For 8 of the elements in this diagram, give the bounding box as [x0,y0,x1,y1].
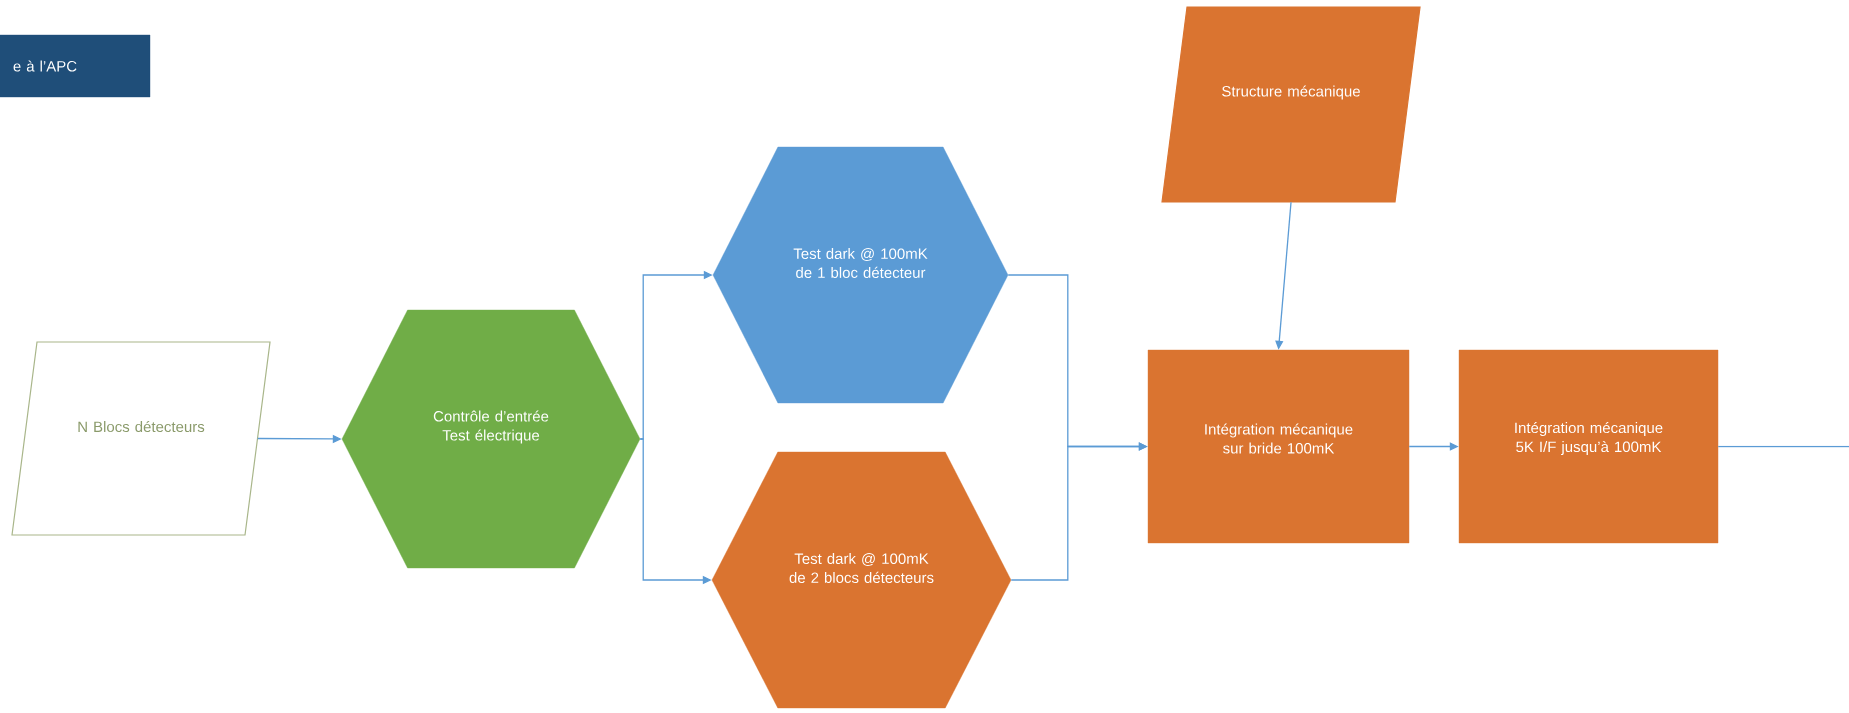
input-parallelogram: Structure mécanique [1161,6,1421,203]
process-box: Intégration mécanique 5K I/F jusqu’à 100mK [1458,349,1719,544]
process-hexagon: Test dark @ 100mK de 2 blocs détecteurs [711,451,1012,709]
process-hexagon: Contrôle d’entrée Test électrique [341,309,641,569]
input-parallelogram: N Blocs détecteurs [11,341,271,536]
process-hexagon: Test dark @ 100mK de 1 bloc détecteur [712,146,1009,404]
process-box: Intégration mécanique sur bride 100mK [1147,349,1410,544]
label-box: e à l’APC [0,34,151,98]
